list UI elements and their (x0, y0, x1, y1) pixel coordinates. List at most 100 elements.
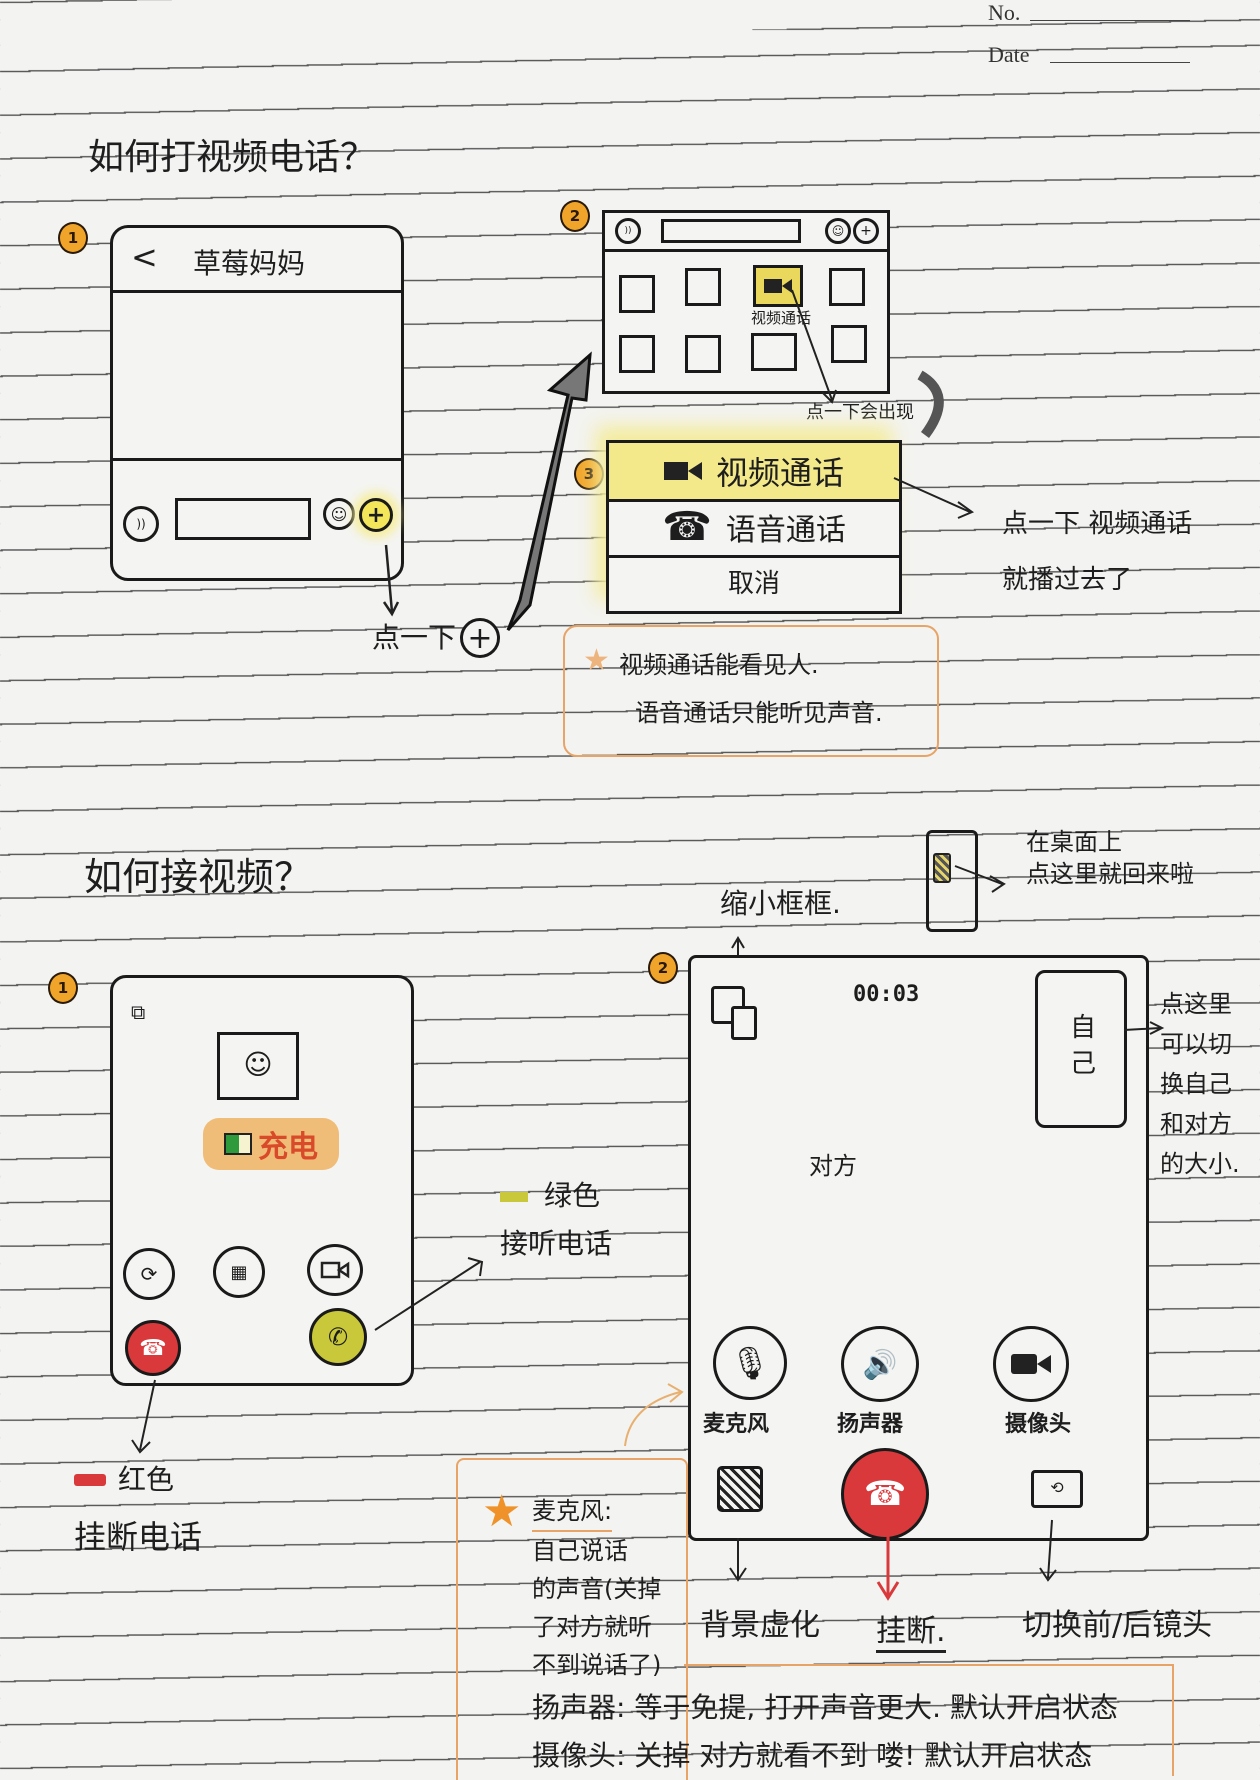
arrow-to-tap (382, 544, 400, 617)
menu-video-call[interactable]: 视频通话 (609, 443, 899, 502)
microphone-icon: 🎙 (729, 1344, 771, 1382)
date-label: Date (988, 42, 1030, 67)
star-note-line: 视频通话能看见人. (619, 651, 819, 679)
menu-voice-call-label: 语音通话 (725, 513, 846, 548)
mic-tip-line: 自己说话 (532, 1537, 628, 1565)
desktop-phone-sketch (926, 830, 978, 932)
mic-tip-line: 麦克风: (532, 1492, 613, 1532)
plus-icon: + (853, 218, 879, 244)
message-input[interactable] (175, 498, 311, 540)
speaker-icon: 🔊 (862, 1347, 898, 1381)
annotation-arrows (131, 1257, 484, 1454)
input-box (661, 219, 801, 243)
mic-tip: 麦克风: 自己说话 的声音(关掉 了对方就听 不到说话了) (532, 1492, 661, 1684)
switch-voice-icon[interactable]: ⟳ (123, 1248, 175, 1300)
speaker-label: 扬声器 (837, 1412, 904, 1437)
mic-tip-line: 了对方就听 (532, 1613, 652, 1641)
green-swatch (500, 1192, 528, 1202)
flip-caption: 切换前/后镜头 (1022, 1608, 1213, 1643)
step-badge-1: 1 (48, 972, 78, 1004)
switch-note-line: 可以切 (1160, 1030, 1232, 1058)
minimize-button[interactable] (711, 986, 761, 1040)
video-camera-icon (764, 279, 792, 293)
call-menu-sketch: 视频通话 ☎ 语音通话 取消 (606, 440, 902, 614)
star-note-box: ★ 视频通话能看见人. 语音通话只能听见声音. (563, 625, 939, 757)
input-divider (113, 458, 401, 461)
call-timer: 00:03 (853, 982, 920, 1007)
menu-cancel[interactable]: 取消 (609, 555, 899, 607)
function-tile[interactable] (685, 268, 721, 306)
back-icon[interactable]: < (131, 238, 158, 276)
voice-icon: )) (615, 218, 641, 244)
switch-note-line: 和对方 (1160, 1110, 1232, 1138)
camera-label: 摄像头 (1005, 1412, 1072, 1437)
camera-off-icon[interactable] (307, 1244, 363, 1296)
menu-cancel-label: 取消 (727, 568, 780, 599)
section1-title: 如何打视频电话？ (88, 137, 377, 178)
chat-header: < 草莓妈妈 (113, 228, 401, 293)
phone-icon: ☎ (662, 504, 712, 550)
tap-plus-label: 点一下 (372, 621, 457, 654)
voice-icon[interactable]: )) (123, 506, 159, 542)
tips-box-extension (684, 1664, 1174, 1776)
background-blur-button[interactable] (717, 1466, 763, 1512)
mic-tip-line: 的声音(关掉 (532, 1575, 662, 1603)
speaker-button[interactable]: 🔊 (841, 1326, 919, 1402)
decline-button[interactable]: ☎ (125, 1320, 181, 1376)
microphone-label: 麦克风 (703, 1412, 770, 1437)
section2-title: 如何接视频？ (84, 855, 313, 899)
caller-name: 充电 (258, 1130, 318, 1165)
result-note: 点一下 视频通话 就播过去了 (1002, 496, 1192, 608)
caller-name-badge: 充电 (203, 1118, 339, 1170)
big-arrow-icon (506, 351, 592, 631)
result-note-line: 点一下 视频通话 (1002, 509, 1193, 539)
step-badge-1: 1 (58, 222, 88, 254)
in-call-screen-sketch: 00:03 自己 对方 🎙 🔊 麦克风 扬声器 摄像头 ☎ ⟲ (688, 955, 1149, 1541)
red-swatch (74, 1474, 106, 1486)
blur-icon[interactable]: ▦ (213, 1246, 265, 1298)
switch-note-line: 换自己 (1160, 1070, 1232, 1098)
minimize-icon[interactable]: ⧉ (131, 1000, 146, 1024)
switch-note-line: 点这里 (1160, 990, 1232, 1018)
function-tile[interactable] (685, 335, 721, 373)
plus-icon[interactable]: + (359, 498, 393, 532)
function-tile[interactable] (831, 325, 867, 363)
answer-button[interactable]: ✆ (309, 1308, 367, 1366)
video-camera-icon (663, 462, 702, 480)
function-tile[interactable] (619, 275, 655, 313)
caller-avatar: ☺ (217, 1032, 299, 1100)
star-note-line: 语音通话只能听见声音. (635, 699, 883, 727)
emoji-icon[interactable]: ☺ (323, 498, 355, 530)
speaker-tip: 扬声器: 等于免提, 打开声音更大. 默认开启状态 (532, 1691, 1118, 1724)
function-tile[interactable] (751, 333, 797, 371)
function-tile[interactable] (619, 335, 655, 373)
camera-button[interactable] (993, 1326, 1069, 1402)
date-line (1050, 62, 1190, 63)
floating-window-icon[interactable] (933, 853, 951, 883)
chat-screen-sketch: < 草莓妈妈 )) ☺ + (110, 225, 404, 581)
panel-input-bar: )) ☺ + (605, 213, 887, 252)
in-call-arrows (624, 1021, 1165, 1601)
desktop-note-line: 点这里就回来啦 (1026, 860, 1194, 888)
mic-tip-line: 不到说话了) (532, 1651, 662, 1679)
incoming-call-sketch: ⧉ ☺ 充电 ⟳ ▦ ☎ ✆ (110, 975, 414, 1386)
result-note-line: 就播过去了 (1002, 565, 1133, 595)
video-call-tile-label: 视频通话 (751, 309, 812, 327)
hangup-button[interactable]: ☎ (841, 1448, 929, 1540)
switch-note-line: 的大小. (1160, 1150, 1240, 1178)
video-camera-icon (1011, 1354, 1051, 1374)
no-label: No. (988, 0, 1021, 25)
desktop-note: 在桌面上 点这里就回来啦 (1026, 826, 1194, 890)
flip-camera-button[interactable]: ⟲ (1031, 1470, 1083, 1508)
microphone-button[interactable]: 🎙 (713, 1326, 787, 1400)
desktop-note-line: 在桌面上 (1026, 828, 1122, 856)
self-preview[interactable]: 自己 (1035, 970, 1127, 1128)
self-label: 自己 (1065, 1013, 1096, 1085)
function-tile[interactable] (829, 268, 865, 306)
red-label: 红色 (118, 1463, 175, 1496)
switch-note: 点这里 可以切 换自己 和对方 的大小. (1160, 984, 1240, 1184)
star-icon: ★ (583, 643, 610, 678)
hangup-caption: 挂断. (876, 1606, 946, 1653)
menu-voice-call[interactable]: ☎ 语音通话 (609, 499, 899, 558)
tips-box (456, 1458, 688, 1780)
